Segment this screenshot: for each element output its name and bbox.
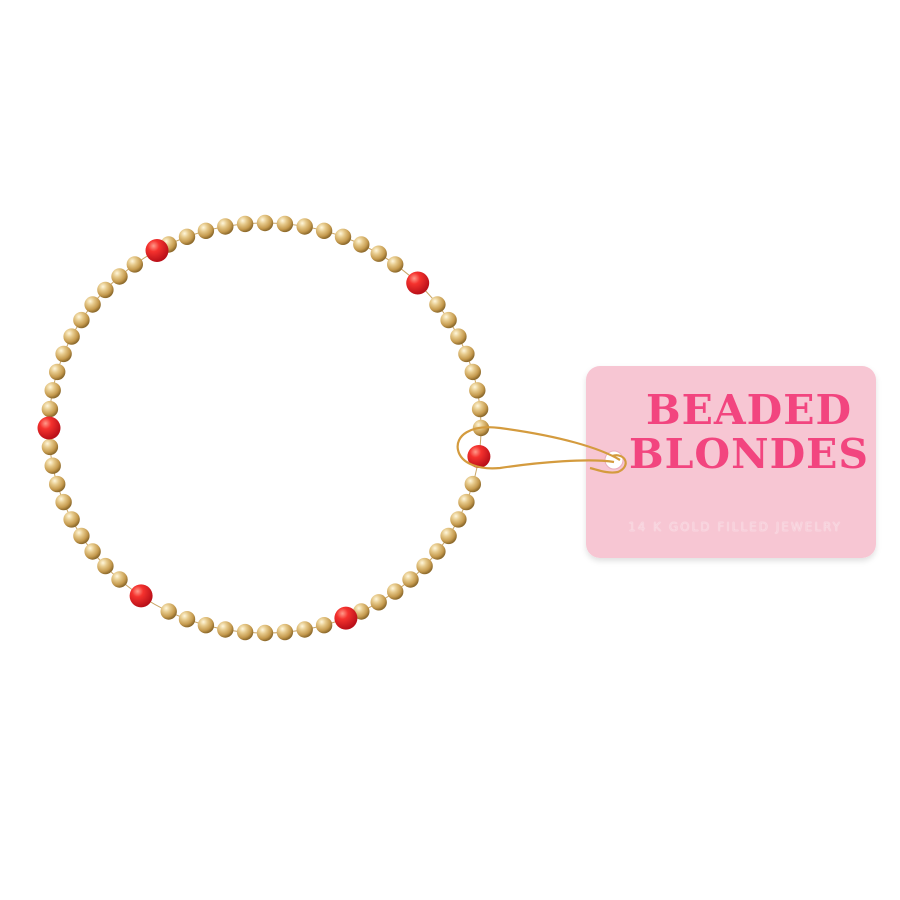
gold-bead [450,328,467,345]
gold-bead [236,215,254,233]
gold-bead [440,527,457,545]
gold-bead [44,382,61,399]
gold-bead [440,311,457,329]
gold-bead [41,438,59,456]
gold-bead [387,256,404,273]
gold-bead [296,218,313,235]
gold-bead [44,457,61,474]
gold-bead [178,611,196,628]
gold-bead [97,557,114,575]
gold-bead [197,222,215,239]
gold-bead [429,296,446,313]
gold-bead [402,571,419,588]
gold-bead [464,475,481,493]
red-bead [129,584,153,608]
gold-bead [315,617,333,634]
tag-subtitle: 14 K GOLD FILLED JEWELRY [628,520,842,534]
gold-bead [256,624,274,642]
red-bead [406,271,430,295]
gold-bead [296,621,313,638]
gold-bead [370,594,387,611]
red-bead [145,239,169,262]
gold-bead [178,228,196,245]
gold-bead [49,475,66,493]
gold-bead [84,543,101,560]
gold-bead [315,222,333,239]
gold-bead [464,363,481,381]
gold-bead [111,571,128,588]
bead-ring [37,214,491,642]
gold-bead [471,400,489,418]
gold-bead [84,296,101,313]
gold-bead [429,543,446,560]
red-bead [467,445,491,468]
gold-bead [197,617,215,634]
gold-bead [55,345,72,363]
tag-pin-clasp [589,454,627,474]
gold-bead [387,583,404,600]
gold-bead [276,623,294,641]
tag-pin [456,426,621,470]
red-bead [37,416,61,440]
gold-bead [353,236,370,253]
gold-bead [63,328,80,345]
gold-bead [217,621,234,638]
gold-bead [256,214,274,232]
gold-bead [458,345,475,363]
gold-bead [160,603,177,620]
red-bead [334,606,358,630]
gold-bead [469,382,486,399]
gold-bead [126,256,143,273]
gold-bead [73,311,90,329]
gold-bead [416,557,433,575]
gold-bead [353,603,370,620]
gold-bead [73,527,90,545]
gold-bead [55,493,72,511]
gold-bead [334,228,352,245]
gold-bead [370,245,387,262]
gold-bead [49,363,66,381]
gold-bead [276,215,294,233]
gold-bead [450,511,467,528]
gold-bead [217,218,234,235]
gold-bead [63,511,80,528]
gold-bead [458,493,475,511]
gold-bead [97,281,114,299]
tag-card [586,366,876,558]
gold-bead [41,400,59,418]
gold-bead [236,623,254,641]
gold-bead [111,268,128,285]
